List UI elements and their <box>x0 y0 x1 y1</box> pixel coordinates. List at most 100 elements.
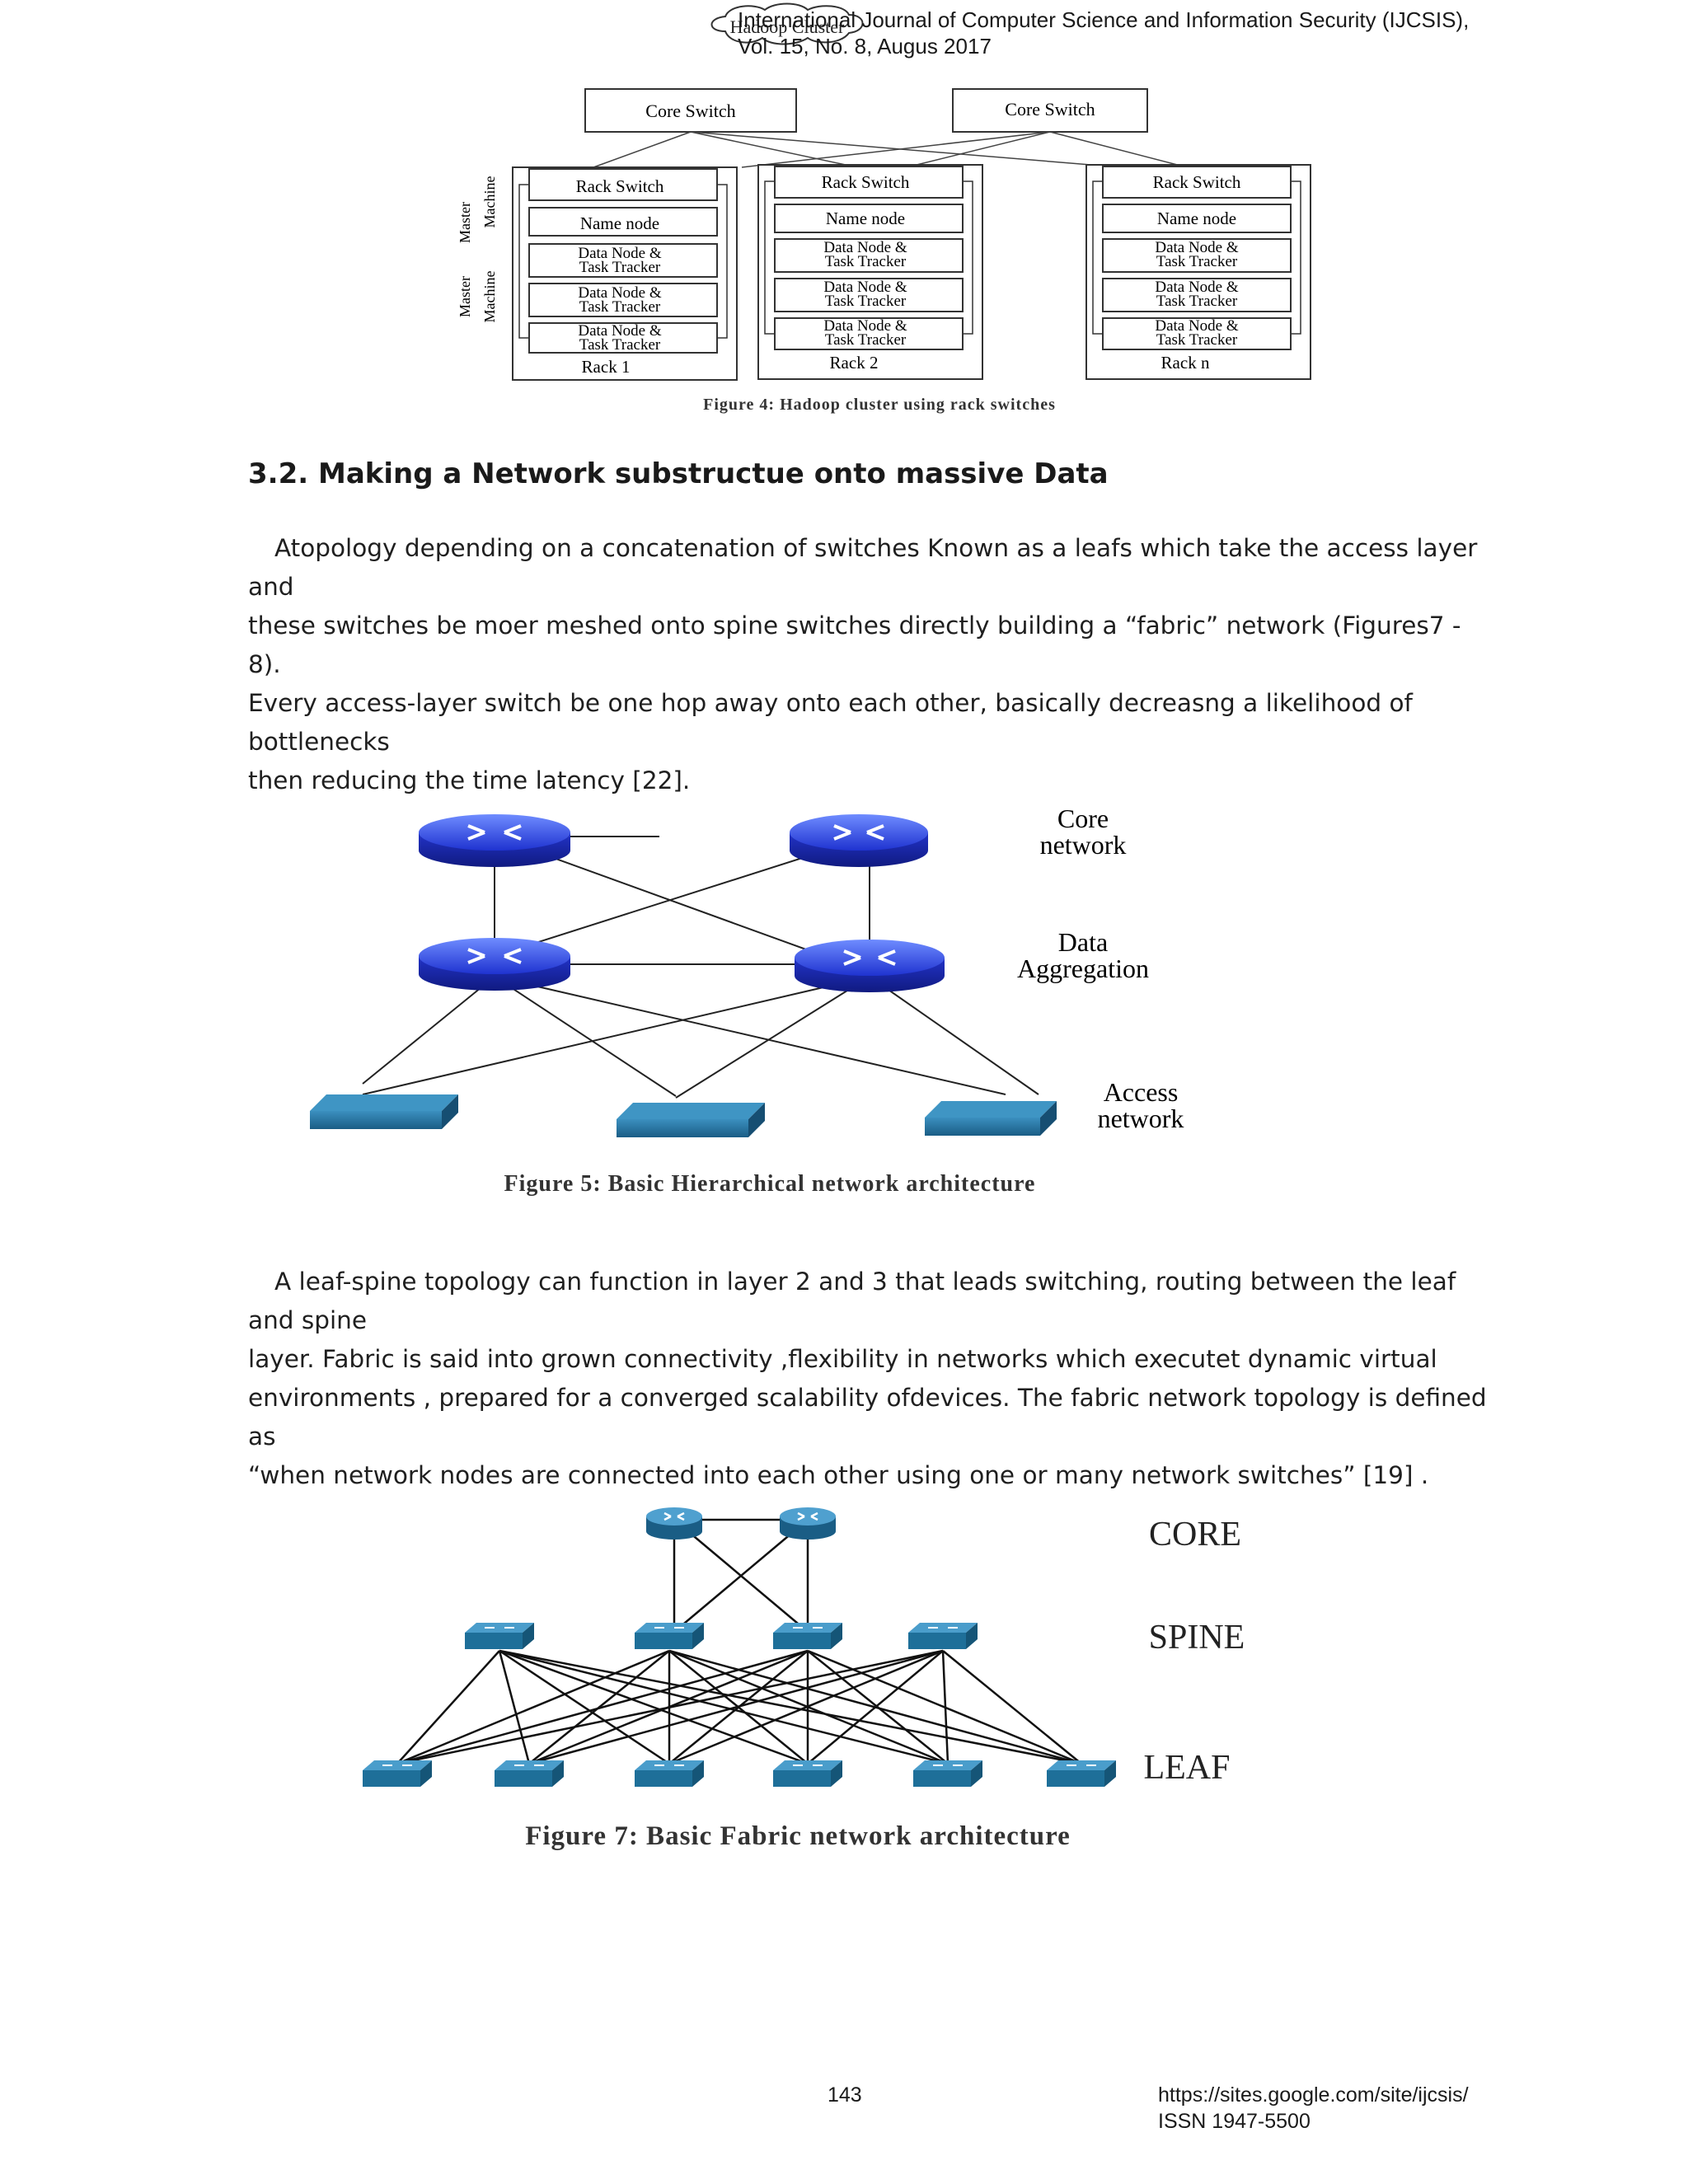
section-heading: 3.2. Making a Network substructue onto m… <box>248 457 1109 490</box>
para1-line: Atopology depending on a concatenation o… <box>248 534 1478 601</box>
router-icon <box>790 814 928 867</box>
spine-leaf-link <box>668 1649 944 1765</box>
access-network-label: Access <box>1104 1077 1179 1107</box>
page-number: 143 <box>828 2083 862 2107</box>
core-network-label: Core <box>1057 804 1109 833</box>
router-icon <box>419 938 570 991</box>
master-machine-label-top: Master Machine <box>457 176 498 243</box>
aggregation-label-2: Aggregation <box>1017 954 1149 983</box>
spine-leaf-link <box>499 1649 670 1765</box>
switch-icon <box>617 1103 765 1137</box>
core-switch-1 <box>584 88 797 133</box>
para2-line: “when network nodes are connected into e… <box>248 1461 1429 1489</box>
svg-text:Master: Master <box>457 276 473 317</box>
figure-5-hierarchical-network: Core network Data Aggregation Access net… <box>310 804 1184 1197</box>
svg-text:Data Node &: Data Node & <box>578 322 662 340</box>
svg-text:Task Tracker: Task Tracker <box>825 293 907 310</box>
switch-icon <box>310 1094 458 1129</box>
spine-leaf-link <box>499 1649 809 1765</box>
svg-text:Data Node &: Data Node & <box>823 279 907 296</box>
svg-text:Rack 1: Rack 1 <box>582 357 631 377</box>
spine-leaf-link <box>498 1650 531 1765</box>
svg-text:Task Tracker: Task Tracker <box>579 298 661 316</box>
leaf-switch-icon <box>635 1760 704 1787</box>
svg-text:Rack Switch: Rack Switch <box>822 172 910 192</box>
svg-text:Task Tracker: Task Tracker <box>825 253 907 270</box>
spine-layer <box>465 1623 978 1649</box>
svg-text:Task Tracker: Task Tracker <box>579 336 661 354</box>
journal-url: https://sites.google.com/site/ijcsis/ <box>1158 2083 1469 2107</box>
spine-switch-icon <box>635 1623 704 1649</box>
router-icon <box>419 814 570 867</box>
spine-leaf-link <box>396 1650 500 1765</box>
svg-text:Name node: Name node <box>580 213 659 233</box>
spine-switch-icon <box>773 1623 842 1649</box>
spine-leaf-link <box>499 1649 949 1765</box>
svg-text:Data Node &: Data Node & <box>1155 279 1239 296</box>
cloud-shape <box>710 2 864 45</box>
rack-n: Rack Switch Name node Data Node & Task T… <box>1085 164 1311 380</box>
core-switch-2-label: Core Switch <box>1005 99 1095 120</box>
figure-7-caption: Figure 7: Basic Fabric network architect… <box>525 1821 1071 1851</box>
leaf-switch-icon <box>1047 1760 1116 1787</box>
spine-leaf-link <box>942 1650 1082 1765</box>
spine-switch-icon <box>465 1623 534 1649</box>
leaf-layer <box>363 1760 1116 1787</box>
leaf-switch-icon <box>913 1760 982 1787</box>
leaf-switch-icon <box>773 1760 842 1787</box>
svg-text:Master: Master <box>457 202 473 243</box>
leaf-label: LEAF <box>1144 1749 1231 1787</box>
svg-text:Task Tracker: Task Tracker <box>579 259 661 276</box>
spine-leaf-link <box>499 1649 1082 1765</box>
figure-5-caption: Figure 5: Basic Hierarchical network arc… <box>504 1171 1036 1197</box>
leaf-switch-icon <box>495 1760 564 1787</box>
spine-leaf-link <box>941 1650 950 1765</box>
para2-line: layer. Fabric is said into grown connect… <box>248 1345 1437 1373</box>
spine-leaf-link <box>807 1650 949 1765</box>
spine-leaf-link <box>396 1649 944 1765</box>
svg-text:Data Node &: Data Node & <box>578 245 662 262</box>
spine-label: SPINE <box>1149 1619 1245 1657</box>
core-switch-1-label: Core Switch <box>645 101 735 121</box>
svg-text:Task Tracker: Task Tracker <box>825 331 907 349</box>
journal-header: International Journal of Computer Scienc… <box>738 7 1469 59</box>
svg-text:Task Tracker: Task Tracker <box>1156 293 1238 310</box>
para2-line: A leaf-spine topology can function in la… <box>248 1268 1456 1334</box>
rack-2: Rack Switch Name node Data Node & Task T… <box>757 164 983 380</box>
svg-text:Data Node &: Data Node & <box>823 317 907 335</box>
figure-4-caption: Figure 4: Hadoop cluster using rack swit… <box>703 396 1056 414</box>
router-icon <box>780 1507 836 1540</box>
para2-line: environments , prepared for a converged … <box>248 1384 1487 1451</box>
router-icon <box>795 940 945 992</box>
journal-title: International Journal of Computer Scienc… <box>738 7 1470 32</box>
fabric-links <box>396 1518 1082 1765</box>
svg-text:Name node: Name node <box>1157 209 1236 228</box>
svg-text:Rack 2: Rack 2 <box>830 353 879 373</box>
svg-text:Task Tracker: Task Tracker <box>1156 253 1238 270</box>
svg-text:Data Node &: Data Node & <box>1155 317 1239 335</box>
spine-leaf-link <box>807 1650 944 1765</box>
journal-issn: ISSN 1947-5500 <box>1158 2110 1311 2133</box>
core-links <box>593 131 1188 168</box>
svg-text:Data Node &: Data Node & <box>578 284 662 302</box>
spine-leaf-link <box>528 1649 944 1765</box>
paragraph-2: A leaf-spine topology can function in la… <box>248 1263 1501 1495</box>
svg-text:Name node: Name node <box>826 209 905 228</box>
core-label: CORE <box>1149 1516 1241 1554</box>
footer-url: https://sites.google.com/site/ijcsis/ IS… <box>1158 2082 1469 2135</box>
figure-4-hadoop-cluster: Hadoop Cluster Core Switch Core Switch R… <box>457 2 1311 414</box>
svg-text:Data Node &: Data Node & <box>1155 239 1239 256</box>
svg-text:Rack Switch: Rack Switch <box>1153 172 1241 192</box>
spine-switch-icon <box>908 1623 978 1649</box>
svg-text:Machine: Machine <box>481 176 498 228</box>
core-network-label-2: network <box>1040 830 1127 860</box>
svg-text:Machine: Machine <box>481 271 498 323</box>
leaf-switch-icon <box>363 1760 432 1787</box>
rack-1: Rack Switch Name node Data Node & Task T… <box>512 166 738 381</box>
paragraph-1: Atopology depending on a concatenation o… <box>248 529 1501 800</box>
cloud-label: Hadoop Cluster <box>730 16 845 37</box>
svg-text:Rack n: Rack n <box>1161 353 1210 373</box>
para1-line: Every access-layer switch be one hop awa… <box>248 689 1413 756</box>
master-machine-label-bottom: Master Machine <box>457 271 498 323</box>
svg-text:Data Node &: Data Node & <box>823 239 907 256</box>
